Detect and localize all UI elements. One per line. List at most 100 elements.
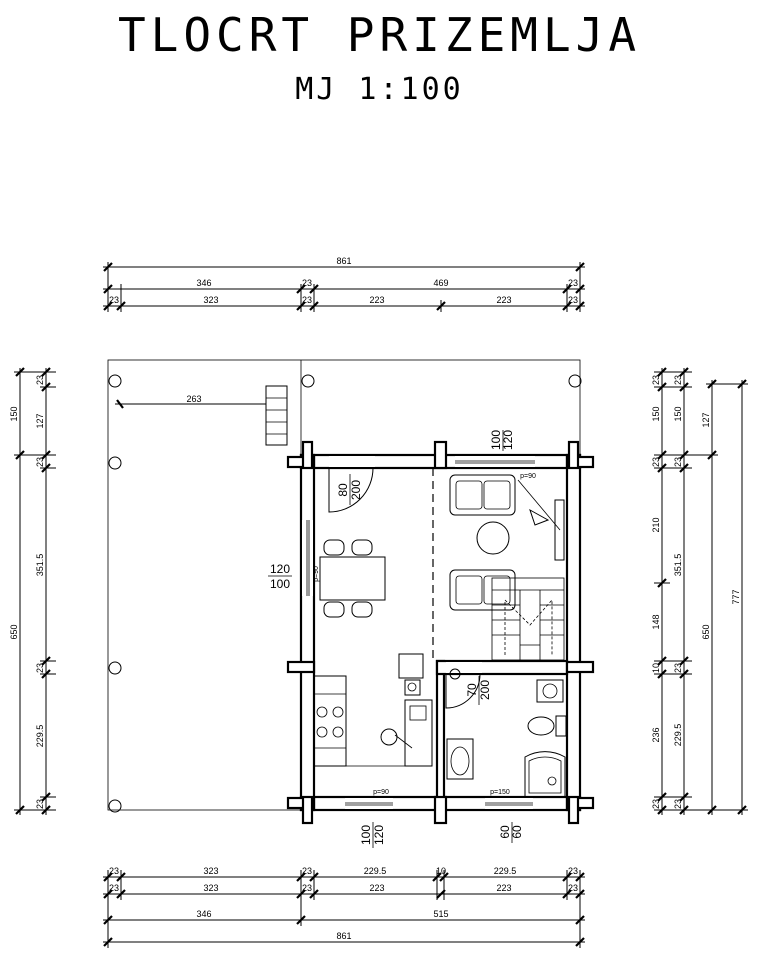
- dim-top-total: 861: [336, 256, 351, 266]
- dim-left-i5: 229.5: [35, 725, 45, 748]
- bathroom: [446, 668, 567, 798]
- chair: [351, 539, 373, 556]
- entry-door-swing: [328, 467, 374, 513]
- drawing-scale: MJ 1:100: [295, 72, 464, 107]
- parapet-labels: p=90 p=90 p=90 p=150: [313, 473, 536, 796]
- dim-bot-r1-6: 23: [568, 866, 578, 876]
- dim-right-127: 127: [701, 412, 711, 427]
- chair: [323, 601, 345, 618]
- dim-terrace: 263: [186, 394, 201, 404]
- dim-top-r3-3: 223: [369, 295, 384, 305]
- dim-bot-r2-2: 23: [302, 883, 312, 893]
- opening-labels: 100 120 80 200 120 100 70 200 100 120 60…: [268, 430, 524, 848]
- dim-bot-r1-1: 323: [203, 866, 218, 876]
- dim-left-i1: 127: [35, 413, 45, 428]
- label-bot-win-b: 120: [372, 825, 386, 845]
- dim-right-r0: 23: [651, 375, 661, 385]
- dim-top-r3-0: 23: [109, 295, 119, 305]
- kitchen: [313, 653, 433, 767]
- label-bot-win-a: 100: [359, 825, 373, 845]
- drawing-title: TLOCRT PRIZEMLJA: [117, 8, 642, 62]
- dim-top-r3-5: 23: [568, 295, 578, 305]
- label-stair-p: p=90: [520, 473, 536, 480]
- dim-bot-515: 515: [433, 909, 448, 919]
- toilet-tank: [555, 715, 567, 737]
- dim-right-c2-150: 150: [673, 406, 683, 421]
- dim-top-r3-1: 323: [203, 295, 218, 305]
- dim-right-c2-23c: 23: [673, 663, 683, 673]
- bottom-dimensions: 23 323 23 229.5 10 229.5 23 23 323 23 22…: [103, 866, 585, 948]
- label-bot-win-p: p=90: [373, 789, 389, 796]
- dim-bot-r1-4: 10: [436, 866, 446, 876]
- left-dimensions: 150 650 23 127 23 351.5 23 229.5 23: [9, 367, 56, 815]
- dim-right-210: 210: [651, 517, 661, 532]
- dim-top-346: 346: [196, 278, 211, 288]
- dim-bot-r1-2: 23: [302, 866, 312, 876]
- staircase: [491, 577, 565, 661]
- dim-top-23b: 23: [568, 278, 578, 288]
- dim-bot-r2-4: 223: [496, 883, 511, 893]
- dim-right-236: 236: [651, 727, 661, 742]
- dim-bot-r2-1: 323: [203, 883, 218, 893]
- label-entry-b: 200: [349, 480, 363, 500]
- dim-bot-total: 861: [336, 931, 351, 941]
- dim-left-i2: 23: [35, 457, 45, 467]
- dim-bot-r2-3: 223: [369, 883, 384, 893]
- dim-left-650: 650: [9, 624, 19, 639]
- label-left-win-p: p=90: [313, 566, 320, 582]
- dim-right-148: 148: [651, 614, 661, 629]
- dim-right-c2-23b: 23: [673, 457, 683, 467]
- dim-right-r4: 23: [651, 799, 661, 809]
- dim-bot-r1-0: 23: [109, 866, 119, 876]
- fridge: [398, 653, 424, 679]
- dim-left-i6: 23: [35, 799, 45, 809]
- coffee-table: [476, 521, 510, 555]
- dim-left-i0: 23: [35, 375, 45, 385]
- label-bath-door-a: 70: [465, 683, 479, 697]
- dim-bot-r1-3: 229.5: [364, 866, 387, 876]
- right-dimensions: 23 150 23 210 148 10 236 23 23 150 23 35…: [651, 367, 748, 815]
- dim-top-r3-2: 23: [302, 295, 312, 305]
- dim-bot-r2-0: 23: [109, 883, 119, 893]
- shower-tray: [524, 751, 566, 798]
- chair: [351, 601, 373, 618]
- label-left-win-b: 100: [270, 577, 290, 591]
- dim-right-c2-23d: 23: [673, 799, 683, 809]
- dim-right-r1: 23: [651, 457, 661, 467]
- dim-right-150: 150: [651, 406, 661, 421]
- dim-right-229-5: 229.5: [673, 724, 683, 747]
- label-left-win-a: 120: [270, 562, 290, 576]
- dim-left-150: 150: [9, 406, 19, 421]
- dim-bot-r1-5: 229.5: [494, 866, 517, 876]
- sink: [446, 738, 474, 780]
- dim-right-c2-23a: 23: [673, 375, 683, 385]
- dim-top-469: 469: [433, 278, 448, 288]
- dim-top-23a: 23: [302, 278, 312, 288]
- top-dimensions: 861 346 23 469 23 23 323 23 223 223 23: [103, 256, 585, 312]
- dim-left-i4: 23: [35, 663, 45, 673]
- chair: [323, 539, 345, 556]
- label-top-door-a: 100: [489, 430, 503, 450]
- kitchen-counter: [313, 675, 347, 767]
- sofa: [449, 474, 516, 516]
- washbasin: [536, 679, 564, 703]
- walls: [286, 440, 595, 825]
- dining-table: [319, 556, 386, 601]
- dim-bot-r2-5: 23: [568, 883, 578, 893]
- label-bath-win-b: 60: [510, 825, 524, 839]
- label-top-door-b: 120: [501, 430, 515, 450]
- label-bath-win-a: 60: [498, 825, 512, 839]
- dim-bot-346: 346: [196, 909, 211, 919]
- label-bath-win-p: p=150: [490, 789, 510, 796]
- tv-unit: [554, 499, 565, 561]
- toilet: [527, 716, 555, 736]
- label-bath-door-b: 200: [478, 680, 492, 700]
- dim-right-650: 650: [701, 624, 711, 639]
- dim-right-777: 777: [731, 589, 741, 604]
- dim-left-i3: 351.5: [35, 554, 45, 577]
- sink-counter: [404, 699, 433, 767]
- furniture: [313, 474, 567, 798]
- dim-top-r3-4: 223: [496, 295, 511, 305]
- label-entry-a: 80: [336, 483, 350, 497]
